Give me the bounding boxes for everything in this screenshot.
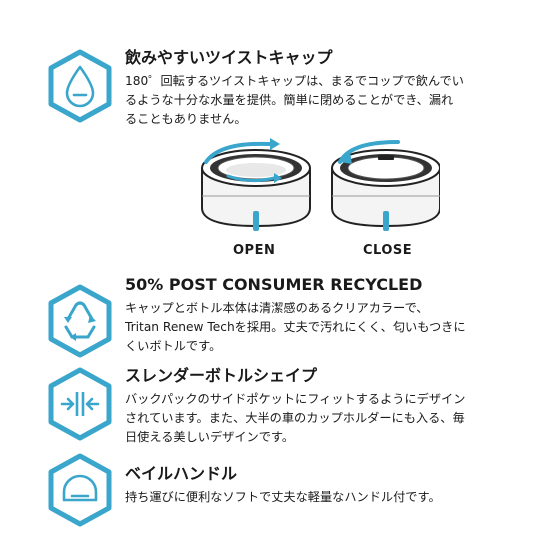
feature-description: キャップとボトル本体は清潔感のあるクリアカラーで、 Tritan Renew T… — [125, 301, 466, 353]
feature-title: ベイルハンドル — [125, 464, 238, 483]
water-drop-icon — [48, 49, 112, 123]
feature-title: 50% POST CONSUMER RECYCLED — [125, 275, 423, 294]
feature-description: 持ち運びに便利なソフトで丈夫な軽量なハンドル付です。 — [125, 490, 441, 504]
feature-title: 飲みやすいツイストキャップ — [125, 48, 333, 67]
cap-illustration — [201, 138, 440, 231]
close-cap-image — [331, 140, 440, 231]
bail-handle-icon — [48, 453, 112, 527]
open-label: OPEN — [233, 243, 276, 258]
feature-title: スレンダーボトルシェイプ — [125, 366, 318, 385]
open-cap-image — [201, 138, 311, 231]
slim-arrows-icon — [48, 367, 112, 441]
recycle-icon — [48, 284, 112, 358]
close-label: CLOSE — [363, 243, 413, 258]
feature-description: 180゜回転するツイストキャップは、まるでコップで飲んでい るような十分な水量を… — [125, 74, 464, 126]
feature-description: バックパックのサイドポケットにフィットするようにデザイン されています。また、大… — [125, 392, 466, 444]
